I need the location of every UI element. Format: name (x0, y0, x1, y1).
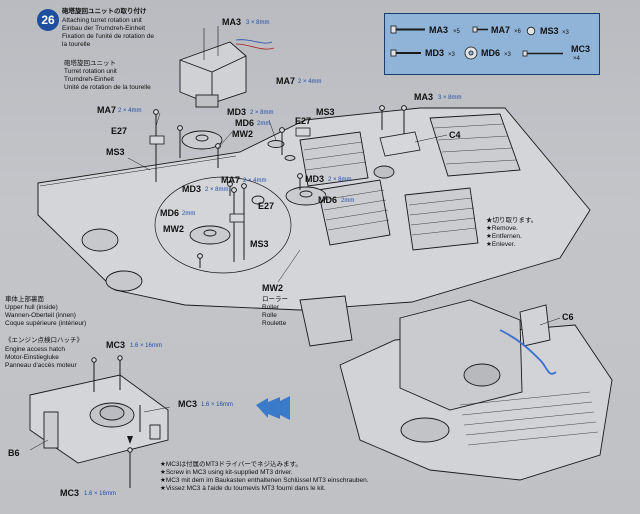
label-e27-center: E27 (258, 201, 275, 211)
label-ma3-top-size: 3 × 8mm (246, 20, 270, 26)
step-title-en: Attaching turret rotation unit (62, 17, 142, 24)
label-mc3-top: MC3 (106, 340, 126, 350)
upper-hull-fr: Coque supérieure (intérieur) (5, 320, 87, 327)
hatch-screws (91, 355, 141, 488)
blue-cable (499, 329, 557, 375)
label-md6-c: MD6 (318, 195, 338, 205)
upper-hull-de: Wannen-Oberteil (innen) (5, 312, 76, 319)
parts-box: MA3 ×5 MA7 ×6 MS3 ×3 MD3 ×3 MD6 ×3 MC3 ×… (384, 13, 600, 75)
upper-hull-jp: 車体上部裏面 (5, 296, 44, 303)
step-title-de: Einbau der Trumdreh-Einheit (62, 25, 146, 32)
turret-unit-fr: Unité de rotation de la tourelle (64, 84, 151, 91)
next-step-arrow (256, 396, 290, 420)
parts-mc3-qty: ×4 (573, 56, 580, 62)
roller-jp: ローラー (262, 296, 288, 303)
label-ma3-right-size: 3 × 8mm (438, 95, 462, 101)
upper-hull-en: Upper hull (inside) (5, 304, 58, 311)
label-mc3-bottom: MC3 (60, 488, 80, 498)
hatch-jp: 《エンジン点検口ハッチ》 (5, 337, 83, 344)
label-md3-b: MD3 (182, 184, 202, 194)
label-ms3-left: MS3 (106, 147, 125, 157)
parts-md6-label: MD6 (481, 48, 501, 58)
step-title-jp: 砲塔旋回ユニットの取り付け (62, 8, 147, 15)
roller-de: Rolle (262, 312, 277, 319)
parts-ms3-qty: ×3 (562, 30, 569, 36)
label-ma3-top: MA3 (222, 17, 242, 27)
label-mw2-a: MW2 (232, 129, 253, 139)
screw-drawings (153, 105, 407, 268)
parts-ma3-label: MA3 (429, 25, 449, 35)
roller-id: MW2 (262, 283, 283, 293)
turret-unit-de: Trumdreh-Einheit (64, 76, 114, 83)
turret-unit-jp: 砲塔旋回ユニット (64, 60, 116, 67)
parts-md3-qty: ×3 (448, 52, 455, 58)
label-ms3-right: MS3 (316, 107, 335, 117)
hatch-fr: Panneau d'accès moteur (5, 362, 77, 369)
upper-hull-drawing (37, 107, 591, 311)
label-e27-right: E27 (295, 116, 312, 126)
hatch-en: Engine access hatch (5, 346, 65, 353)
step-badge: 26 (37, 9, 59, 31)
installed-drawing (299, 295, 613, 481)
label-ma7-center-size: 2 × 4mm (243, 178, 267, 184)
screw-note-jp: ★MC3は付属のMT3ドライバーでネジ込みます。 (160, 461, 302, 468)
e27-drawings (149, 127, 421, 223)
parts-md6-qty: ×3 (504, 52, 511, 58)
label-md6-b: MD6 (160, 208, 180, 218)
label-md3-c-size: 2 × 8mm (328, 177, 352, 183)
label-md3-c: MD3 (305, 174, 325, 184)
label-ma7-mid-size: 2 × 4mm (298, 79, 322, 85)
label-md6-c-size: 2mm (341, 198, 355, 204)
label-mc3-mid: MC3 (178, 399, 198, 409)
roller-fr: Roulette (262, 320, 287, 327)
parts-box-icons (390, 25, 563, 60)
label-mc3-top-size: 1.6 × 16mm (130, 343, 162, 349)
parts-ma7-qty: ×6 (514, 29, 521, 35)
label-mc3-mid-size: 1.6 × 16mm (201, 402, 233, 408)
label-mc3-bottom-size: 1.6 × 16mm (84, 491, 116, 497)
roller-drawings (181, 130, 327, 245)
turret-unit-en: Turret rotation unit (64, 68, 117, 75)
label-mw2-b: MW2 (163, 224, 184, 234)
label-ms3-center: MS3 (250, 239, 269, 249)
label-md6-a-size: 2mm (257, 121, 271, 127)
screw-note-de: ★MC3 mit dem im Baukasten enthaltenen Sc… (160, 477, 369, 484)
parts-ma3-qty: ×5 (453, 29, 460, 35)
hatch-de: Motor-Einstiegluke (5, 354, 59, 361)
step-title-fr1: Fixation de l'unité de rotation de (62, 33, 154, 40)
step-title-fr2: la tourelle (62, 41, 91, 48)
label-ma7-left: MA7 (97, 105, 117, 115)
parts-md3-label: MD3 (425, 48, 445, 58)
remove-note-de: ★Entfernen. (486, 233, 522, 240)
label-e27-left: E27 (111, 126, 128, 136)
remove-note-en: ★Remove. (486, 225, 518, 232)
screw-note-fr: ★Vissez MC3 à l'aide du tournevis MT3 fo… (160, 485, 326, 492)
turret-unit-drawing (179, 26, 275, 108)
remove-note-fr: ★Enlever. (486, 241, 516, 248)
label-ma7-left-size: 2 × 4mm (118, 108, 142, 114)
label-c6: C6 (562, 312, 574, 322)
label-md3-b-size: 2 × 8mm (205, 187, 229, 193)
label-ma3-right: MA3 (414, 92, 434, 102)
parts-ma7-label: MA7 (491, 25, 511, 35)
label-ma7-mid: MA7 (276, 76, 296, 86)
parts-mc3-label: MC3 (571, 44, 591, 54)
label-b6: B6 (8, 448, 20, 458)
remove-note-jp: ★切り取ります。 (486, 217, 538, 224)
label-md6-b-size: 2mm (182, 211, 196, 217)
label-c4: C4 (449, 130, 461, 140)
label-md6-a: MD6 (235, 118, 255, 128)
hatch-drawing (29, 374, 169, 464)
label-md3-a: MD3 (227, 107, 247, 117)
roller-en: Roller (262, 304, 279, 311)
parts-ms3-label: MS3 (540, 26, 559, 36)
screw-note-en: ★Screw in MC3 using kit-supplied MT3 dri… (160, 469, 293, 476)
label-ma7-center: MA7 (221, 175, 241, 185)
label-md3-a-size: 2 × 8mm (250, 110, 274, 116)
